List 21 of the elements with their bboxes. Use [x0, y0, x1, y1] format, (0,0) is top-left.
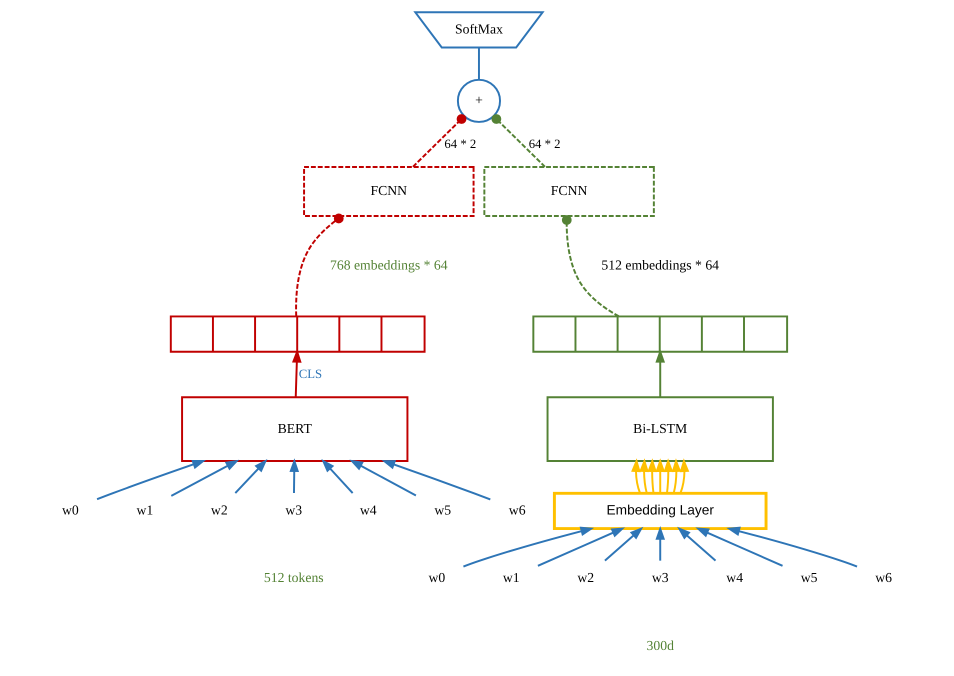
node-text: w2 [210, 502, 228, 518]
node-text: w1 [136, 502, 154, 518]
node-text: w5 [800, 570, 818, 586]
node-text: w1 [502, 570, 520, 586]
edge-label: 64 * 2 [444, 136, 476, 151]
edge-label: 64 * 2 [528, 136, 561, 151]
node-text: w4 [360, 502, 377, 518]
node-text: w5 [434, 502, 452, 518]
node-text: w2 [577, 570, 594, 586]
label: 300d [646, 638, 674, 653]
label: 512 embeddings * 64 [601, 258, 720, 273]
label: 512 tokens [264, 570, 324, 586]
label: 768 embeddings * 64 [330, 258, 448, 273]
edge-label: CLS [298, 367, 322, 382]
node-text: w6 [508, 502, 526, 518]
node-text: w0 [428, 570, 446, 586]
node-text: w4 [726, 570, 744, 586]
node-text: w3 [285, 502, 302, 518]
node-text: w0 [62, 502, 79, 518]
node-text: w6 [875, 570, 892, 586]
node-text: w3 [652, 570, 669, 586]
